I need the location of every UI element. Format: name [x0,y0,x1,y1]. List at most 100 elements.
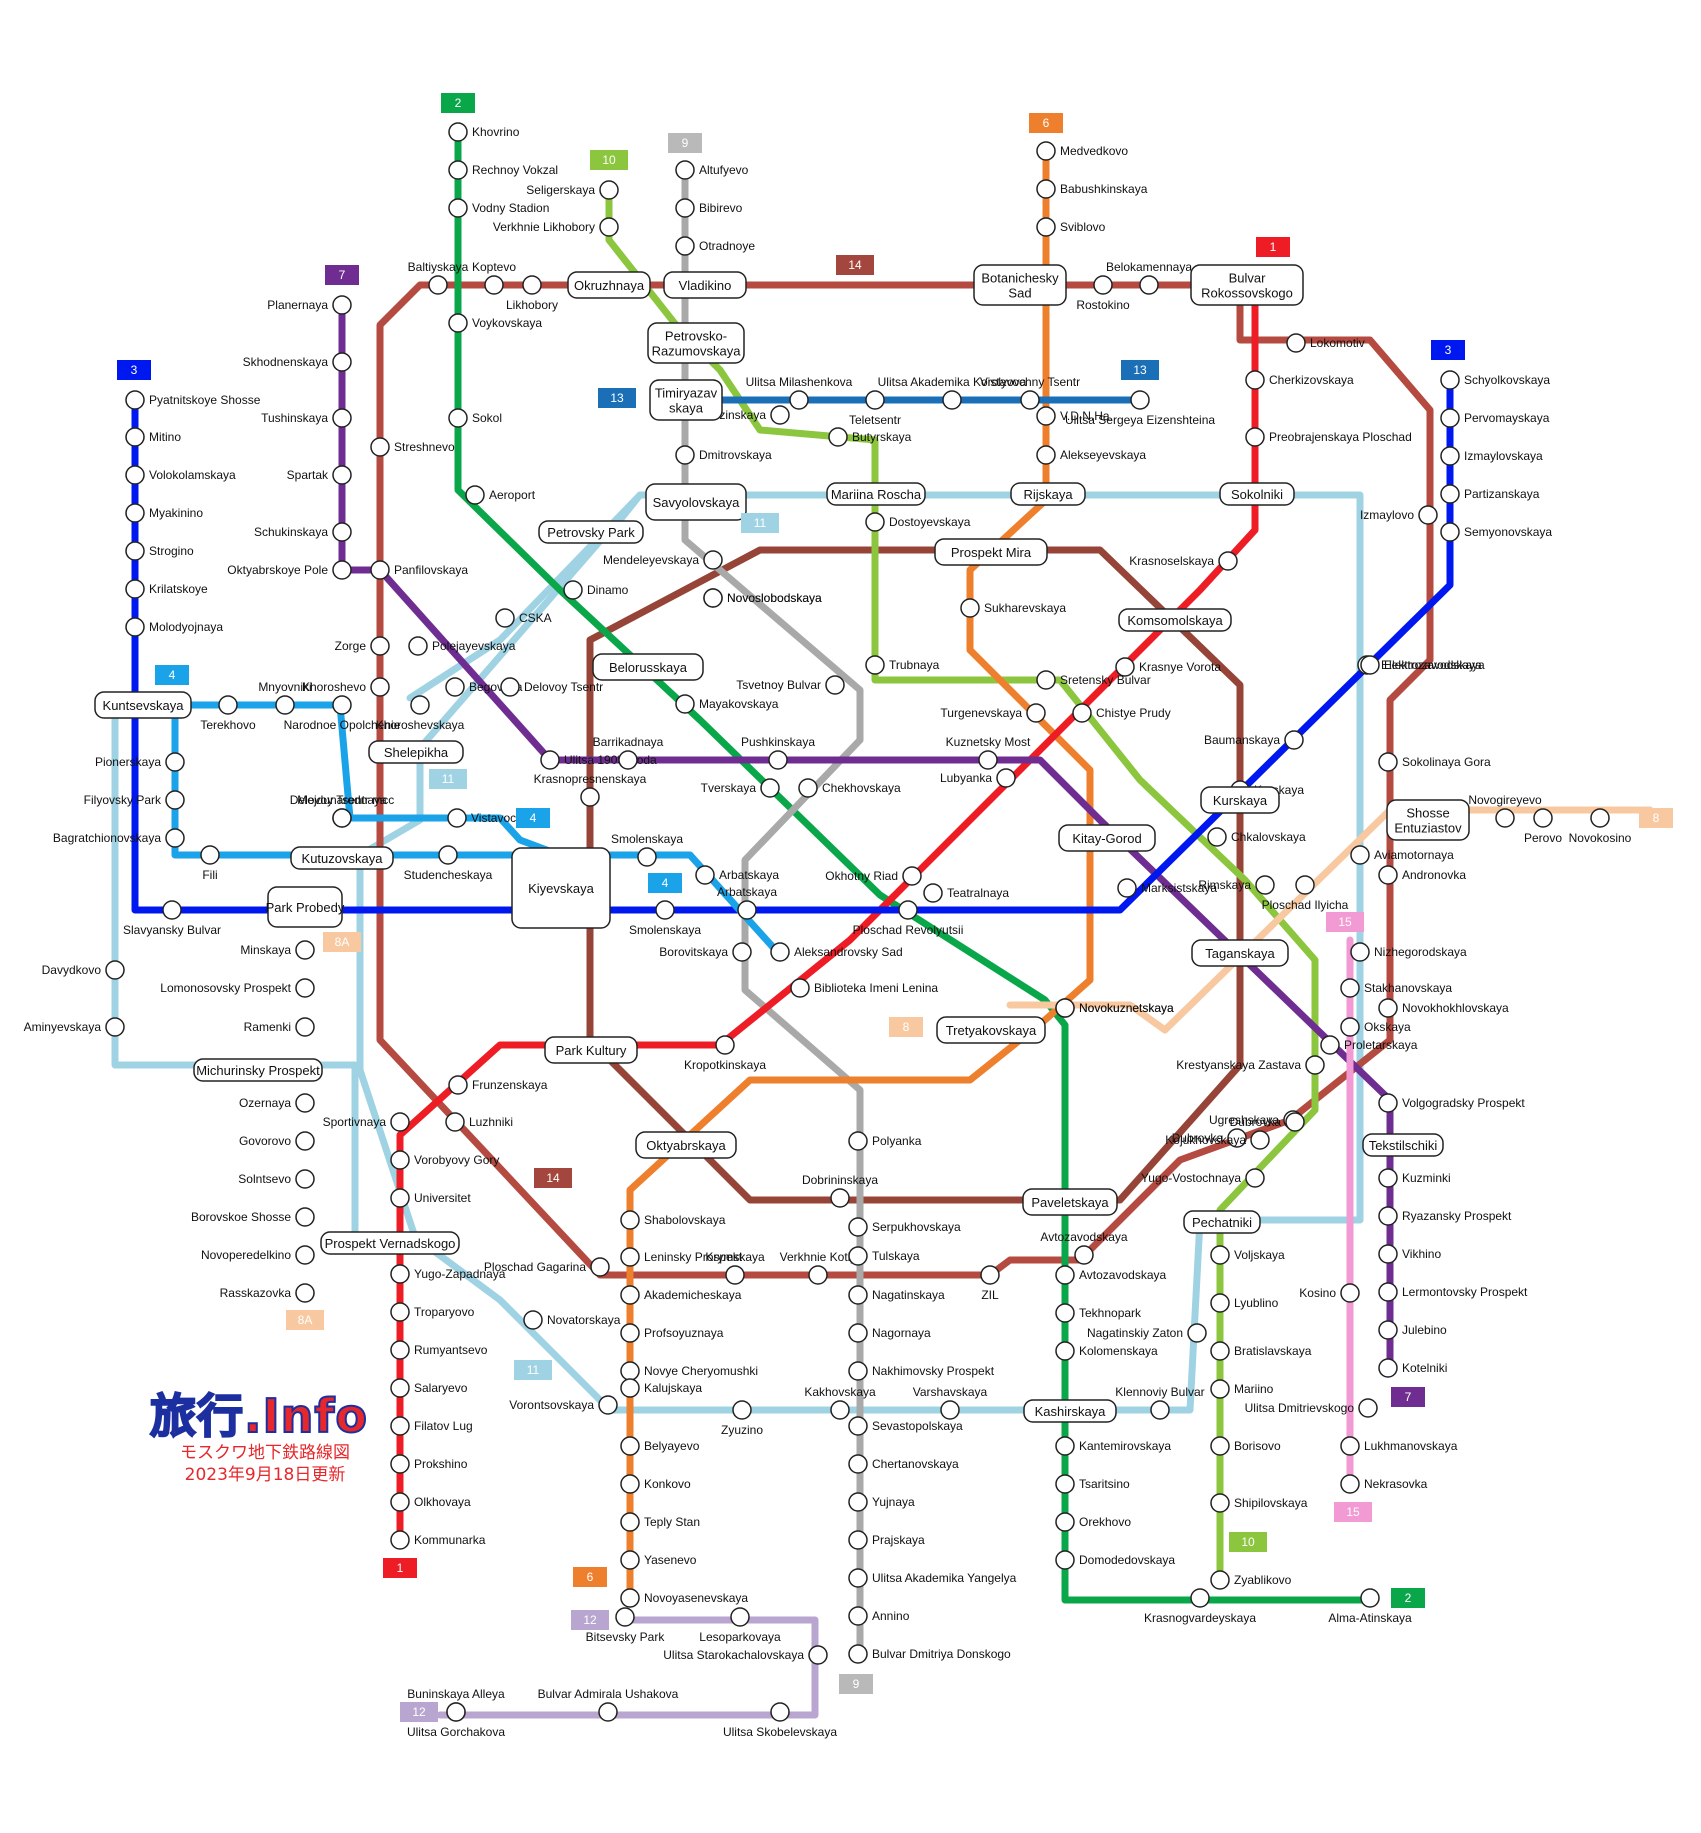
hub-kuntsevskaya[interactable]: Kuntsevskaya [94,691,192,719]
station-julebino[interactable]: Julebino [1378,1320,1447,1340]
station-sportivnaya[interactable]: Sportivnaya [323,1112,410,1132]
station-teatralnaya[interactable]: Teatralnaya [923,883,1009,903]
station-sevastopolskaya[interactable]: Sevastopolskaya [848,1416,963,1436]
station-yasenevo[interactable]: Yasenevo [620,1550,697,1570]
station-akademicheskaya[interactable]: Akademicheskaya [620,1285,742,1305]
station-tsvetnoy-bulvar[interactable]: Tsvetnoy Bulvar [736,675,845,695]
station-nakhimovsky-prospekt[interactable]: Nakhimovsky Prospekt [848,1361,995,1381]
station-tekhnopark[interactable]: Tekhnopark [1055,1303,1142,1323]
station-salaryevo[interactable]: Salaryevo [390,1378,468,1398]
station-zil[interactable]: ZIL [980,1265,1000,1302]
station-smolenskaya[interactable]: Smolenskaya [611,832,683,867]
station-izmaylovskaya[interactable]: Izmaylovskaya [1440,446,1543,466]
station-studencheskaya[interactable]: Studencheskaya [404,845,493,882]
station-likhobory[interactable]: Likhobory [506,275,558,312]
station-mnyovniki[interactable]: Mnyovniki [258,680,312,715]
station-krymskaya[interactable]: Krymskaya [705,1250,765,1285]
station-trubnaya[interactable]: Trubnaya [865,655,940,675]
station-troparyovo[interactable]: Troparyovo [390,1302,475,1322]
station-lermontovsky-prospekt[interactable]: Lermontovsky Prospekt [1378,1282,1528,1302]
station-krasnopresnenskaya[interactable]: Krasnopresnenskaya [534,772,647,807]
station-koptevo[interactable]: Koptevo [472,260,516,295]
station-fili[interactable]: Fili [200,845,220,882]
station-volgogradsky-prospekt[interactable]: Volgogradsky Prospekt [1378,1093,1525,1113]
station-teletsentr[interactable]: Teletsentr [849,390,901,427]
hub-paveletskaya[interactable]: Paveletskaya [1022,1188,1118,1216]
station-aleksandrovsky-sad[interactable]: Aleksandrovsky Sad [770,942,903,962]
station-universitet[interactable]: Universitet [390,1188,471,1208]
station-stakhanovskaya[interactable]: Stakhanovskaya [1340,978,1452,998]
station-lukhmanovskaya[interactable]: Lukhmanovskaya [1340,1436,1458,1456]
station-vodny-stadion[interactable]: Vodny Stadion [448,198,549,218]
hub-shelepikha[interactable]: Shelepikha [368,740,464,764]
station-kosino[interactable]: Kosino [1299,1283,1360,1303]
station-kotelniki[interactable]: Kotelniki [1378,1358,1447,1378]
station-sretensky-bulvar[interactable]: Sretensky Bulvar [1036,670,1151,690]
station-tverskaya[interactable]: Tverskaya [701,778,780,798]
station-domodedovskaya[interactable]: Domodedovskaya [1055,1550,1175,1570]
station-preobrajenskaya-ploschad[interactable]: Preobrajenskaya Ploschad [1245,427,1412,447]
hub-pechatniki[interactable]: Pechatniki [1183,1210,1261,1234]
station-krilatskoye[interactable]: Krilatskoye [125,579,208,599]
station-chkalovskaya[interactable]: Chkalovskaya [1207,827,1306,847]
station-novogireyevo[interactable]: Novogireyevo [1468,793,1542,828]
station-dubrovka[interactable]: Dubrovka [1230,1112,1305,1132]
station-pushkinskaya[interactable]: Pushkinskaya [741,735,815,770]
station-rechnoy-vokzal[interactable]: Rechnoy Vokzal [448,160,558,180]
station-babushkinskaya[interactable]: Babushkinskaya [1036,179,1148,199]
station-rostokino[interactable]: Rostokino [1076,275,1130,312]
station-ozernaya[interactable]: Ozernaya [239,1093,315,1113]
station-panfilovskaya[interactable]: Panfilovskaya [370,560,468,580]
station-serpukhovskaya[interactable]: Serpukhovskaya [848,1217,961,1237]
station-ulitsa-dmitrievskogo[interactable]: Ulitsa Dmitrievskogo [1245,1398,1378,1418]
station-volokolamskaya[interactable]: Volokolamskaya [125,465,236,485]
station-belyayevo[interactable]: Belyayevo [620,1436,700,1456]
station-nagatinskaya[interactable]: Nagatinskaya [848,1285,945,1305]
hub-mariina-roscha[interactable]: Mariina Roscha [826,482,926,506]
station-molodyojnaya[interactable]: Molodyojnaya [125,617,223,637]
station-kolomenskaya[interactable]: Kolomenskaya [1055,1341,1158,1361]
station-davydkovo[interactable]: Davydkovo [42,960,125,980]
hub-savyolovskaya[interactable]: Savyolovskaya [645,483,747,521]
station-chekhovskaya[interactable]: Chekhovskaya [798,778,901,798]
station-lokomotiv[interactable]: Lokomotiv [1286,333,1365,353]
station-kakhovskaya[interactable]: Kakhovskaya [804,1385,876,1420]
station-shabolovskaya[interactable]: Shabolovskaya [620,1210,726,1230]
station-okhotny-riad[interactable]: Okhotny Riad [825,866,922,886]
station-voykovskaya[interactable]: Voykovskaya [448,313,542,333]
station-pyatnitskoye-shosse[interactable]: Pyatnitskoye Shosse [125,390,261,410]
station-ulitsa-starokachalovskaya[interactable]: Ulitsa Starokachalovskaya [663,1645,828,1665]
station-filatov-lug[interactable]: Filatov Lug [390,1416,473,1436]
station-slavyansky-bulvar[interactable]: Slavyansky Bulvar [123,900,221,937]
station-marksistskaya[interactable]: Marksistskaya [1117,878,1217,898]
station-chistye-prudy[interactable]: Chistye Prudy [1072,703,1171,723]
station-rimskaya[interactable]: Rimskaya [1198,875,1275,895]
station-vikhino[interactable]: Vikhino [1378,1244,1441,1264]
hub-vladikino[interactable]: Vladikino [663,271,747,299]
station-lesoparkovaya[interactable]: Lesoparkovaya [699,1607,781,1644]
station-novoperedelkino[interactable]: Novoperedelkino [201,1245,315,1265]
station-cherkizovskaya[interactable]: Cherkizovskaya [1245,370,1354,390]
station-dubrovka[interactable]: Dubrovka [1172,1128,1247,1148]
station-mayakovskaya[interactable]: Mayakovskaya [675,694,779,714]
station-nagatinskiy-zaton[interactable]: Nagatinskiy Zaton [1087,1323,1207,1343]
station-konkovo[interactable]: Konkovo [620,1474,691,1494]
station-verkhnie-likhobory[interactable]: Verkhnie Likhobory [493,217,619,237]
hub-kutuzovskaya[interactable]: Kutuzovskaya [290,846,394,870]
station-kuznetsky-most[interactable]: Kuznetsky Most [946,735,1031,770]
station-schukinskaya[interactable]: Schukinskaya [254,522,352,542]
station-dinamo[interactable]: Dinamo [563,580,629,600]
station-khoroshevskaya[interactable]: Khoroshevskaya [376,695,465,732]
station-spartak[interactable]: Spartak [287,465,352,485]
station-frunzenskaya[interactable]: Frunzenskaya [448,1075,548,1095]
station-bitsevsky-park[interactable]: Bitsevsky Park [586,1607,666,1644]
station-myakinino[interactable]: Myakinino [125,503,203,523]
station-pionerskaya[interactable]: Pionerskaya [95,752,185,772]
station-mariino[interactable]: Mariino [1210,1379,1274,1399]
station-lyublino[interactable]: Lyublino [1210,1293,1279,1313]
hub-okruzhnaya[interactable]: Okruzhnaya [567,271,651,299]
station-kantemirovskaya[interactable]: Kantemirovskaya [1055,1436,1171,1456]
station-tsaritsino[interactable]: Tsaritsino [1055,1474,1130,1494]
